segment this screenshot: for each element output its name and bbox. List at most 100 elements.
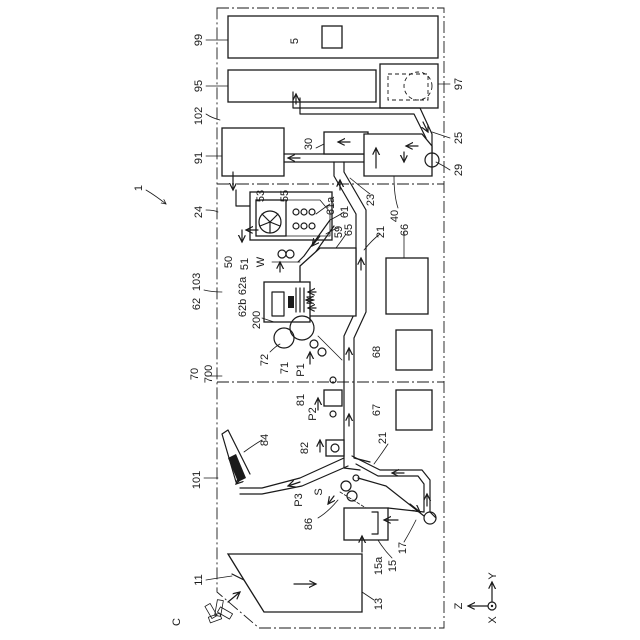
unit-30-box bbox=[324, 132, 368, 154]
unit-91-box bbox=[222, 128, 284, 176]
label-55: 55 bbox=[279, 190, 291, 202]
label-X: X bbox=[487, 616, 499, 624]
wire-91-to-50 bbox=[236, 190, 250, 206]
label-1: 1 bbox=[133, 185, 145, 191]
label-30: 30 bbox=[303, 138, 315, 150]
label-24: 24 bbox=[193, 206, 205, 218]
unit-84 bbox=[228, 454, 246, 482]
leader-24 bbox=[206, 210, 218, 212]
leader-21b bbox=[374, 444, 388, 464]
label-21b: 21 bbox=[377, 432, 389, 444]
unit-67 bbox=[396, 390, 432, 430]
label-13: 13 bbox=[373, 598, 385, 610]
roller-71b bbox=[318, 348, 326, 356]
item-c4 bbox=[208, 613, 221, 623]
label-67: 67 bbox=[371, 404, 383, 416]
label-61a: 61a bbox=[325, 196, 337, 215]
label-M: M bbox=[305, 295, 317, 304]
leader-11 bbox=[206, 576, 232, 580]
roller-w1 bbox=[278, 250, 286, 258]
label-P1: P1 bbox=[295, 363, 307, 376]
unit-84-block bbox=[228, 454, 246, 482]
label-W: W bbox=[255, 256, 267, 267]
label-71: 71 bbox=[279, 362, 291, 374]
head-62a bbox=[288, 296, 294, 308]
leader-62 bbox=[204, 290, 222, 292]
dashed-s bbox=[340, 492, 366, 508]
arrow-c bbox=[228, 592, 240, 602]
label-P2: P2 bbox=[307, 407, 319, 420]
unit-15 bbox=[344, 508, 424, 552]
label-62: 62 bbox=[191, 298, 203, 310]
label-15a: 15a bbox=[373, 556, 385, 575]
label-91: 91 bbox=[193, 152, 205, 164]
label-97: 97 bbox=[453, 78, 465, 90]
label-Y: Y bbox=[487, 572, 499, 580]
leader-1 bbox=[146, 190, 166, 204]
unit-66 bbox=[386, 258, 428, 314]
p3-conveyor-top bbox=[240, 458, 344, 488]
leader-40 bbox=[394, 176, 398, 208]
label-11: 11 bbox=[193, 574, 205, 585]
label-25: 25 bbox=[453, 132, 465, 144]
label-17: 17 bbox=[397, 542, 409, 554]
label-15: 15 bbox=[387, 560, 399, 572]
label-84: 84 bbox=[259, 434, 271, 446]
rollers-200 bbox=[274, 316, 342, 364]
roller-s1 bbox=[341, 481, 351, 491]
leader-102 bbox=[206, 114, 220, 120]
label-29: 29 bbox=[453, 164, 465, 176]
leader-30 bbox=[316, 144, 324, 148]
arrow-p3 bbox=[288, 482, 300, 486]
label-23: 23 bbox=[365, 194, 377, 206]
label-101: 101 bbox=[191, 471, 203, 489]
label-81: 81 bbox=[295, 394, 307, 406]
label-62b: 62b bbox=[237, 299, 249, 317]
leader-72 bbox=[270, 344, 280, 352]
rollers-w bbox=[272, 250, 300, 272]
label-61: 61 bbox=[339, 206, 351, 218]
roller-s2 bbox=[347, 491, 357, 501]
roller-71a bbox=[310, 340, 318, 348]
label-70: 70 bbox=[189, 368, 201, 380]
label-82: 82 bbox=[299, 442, 311, 454]
roller-72 bbox=[274, 328, 294, 348]
leader-23 bbox=[350, 178, 370, 194]
unit-68 bbox=[396, 330, 432, 370]
unit-97 bbox=[380, 64, 438, 108]
axes bbox=[468, 582, 496, 610]
unit-40 bbox=[364, 134, 439, 176]
label-51: 51 bbox=[239, 258, 251, 270]
label-62a: 62a bbox=[237, 276, 249, 295]
leader-17 bbox=[404, 520, 416, 542]
label-5: 5 bbox=[289, 38, 301, 44]
label-50: 50 bbox=[223, 256, 235, 268]
axis-origin-dot bbox=[491, 605, 493, 607]
unit-13 bbox=[228, 554, 362, 612]
label-200: 200 bbox=[251, 311, 263, 329]
label-C: C bbox=[171, 618, 183, 626]
unit-97-box bbox=[380, 64, 438, 108]
label-21a: 21 bbox=[375, 226, 387, 238]
leader-86 bbox=[318, 500, 338, 518]
unit-66-box bbox=[386, 258, 428, 314]
unit-95-box bbox=[228, 70, 376, 102]
label-103: 103 bbox=[191, 273, 203, 291]
leader-25 bbox=[432, 132, 450, 138]
unit-67-box bbox=[396, 390, 432, 430]
label-99: 99 bbox=[193, 34, 205, 46]
unit-5-box bbox=[322, 26, 342, 48]
unit-53-box bbox=[256, 200, 286, 236]
label-53: 53 bbox=[255, 190, 267, 202]
leader-15 bbox=[378, 540, 392, 558]
label-102: 102 bbox=[193, 107, 205, 125]
roller-17 bbox=[424, 512, 436, 524]
unit-82 bbox=[320, 440, 344, 456]
arrow-s bbox=[328, 496, 334, 504]
label-40: 40 bbox=[389, 210, 401, 222]
unit-95 bbox=[228, 70, 376, 102]
hopper-13 bbox=[228, 554, 362, 612]
roller-p2 bbox=[330, 411, 336, 417]
unit-82-box bbox=[326, 440, 344, 456]
